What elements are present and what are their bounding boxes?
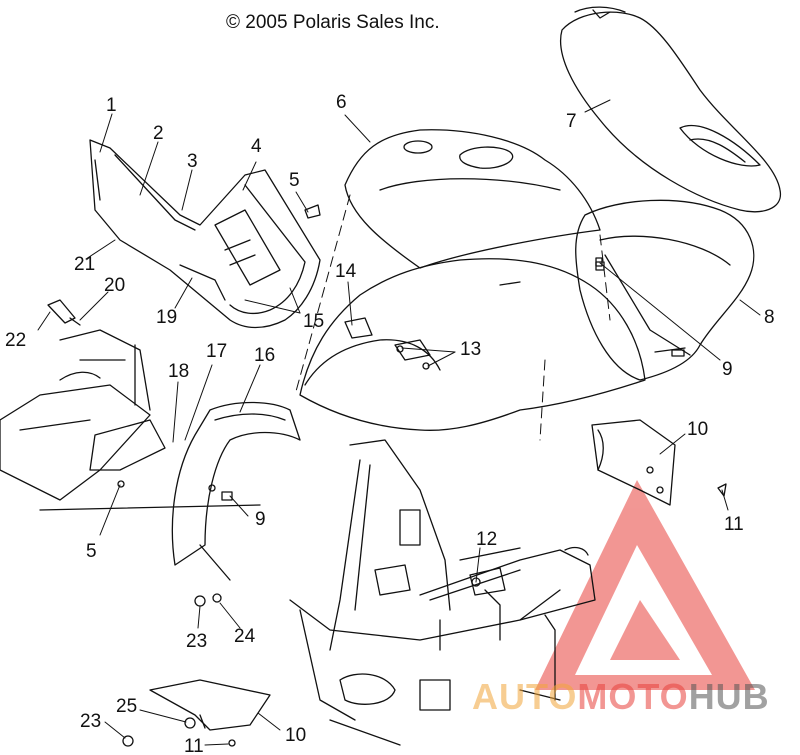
callout-10-lower: 10 [285,725,307,746]
callout-5-lower: 5 [86,541,97,562]
part-10-lower-plate [149,679,271,731]
watermark-part-hub: HUB [688,676,770,717]
callout-7: 7 [566,111,577,132]
part-8-rear-fender [575,199,755,381]
watermark-logo [535,480,755,690]
callout-2: 2 [153,123,164,144]
callout-17: 17 [206,341,228,362]
callout-4: 4 [251,136,262,157]
callout-12: 12 [476,529,498,550]
left-floor-platform [0,329,261,511]
callout-10-upper: 10 [687,419,709,440]
callout-21: 21 [74,254,96,275]
callout-23-upper: 23 [186,631,208,652]
callout-6: 6 [336,92,347,113]
part-16-fender-flare [171,401,301,581]
callout-25: 25 [116,696,138,717]
part-10-bracket-upper [591,419,676,506]
parts-1-4-footwell-panels [89,139,321,329]
callout-14: 14 [335,261,357,282]
callout-9-left: 9 [255,509,266,530]
copyright-notice: © 2005 Polaris Sales Inc. [226,12,440,33]
callout-5-upper: 5 [289,170,300,191]
watermark-text: AUTOMOTOHUB [472,676,770,718]
part-7-rear-cover [560,6,781,213]
callout-8: 8 [764,307,775,328]
callout-18: 18 [168,361,190,382]
callout-20: 20 [104,275,126,296]
part-9-clips [221,261,605,501]
callout-23-lower: 23 [80,711,102,732]
hardware [47,204,727,747]
callout-22: 22 [5,330,27,351]
watermark-part-moto: MOTO [577,676,689,717]
part-6-tank-cover [344,129,601,269]
callout-11-lower: 11 [184,736,204,755]
callout-15: 15 [303,311,325,332]
callout-19: 19 [156,307,178,328]
callout-1: 1 [106,95,117,116]
callout-16: 16 [254,345,276,366]
callout-13: 13 [460,339,482,360]
guide-lines [294,194,611,441]
callout-3: 3 [187,151,198,172]
callout-11-right: 11 [724,514,744,535]
vehicle-frame [289,439,596,746]
watermark-part-auto: AUTO [472,676,578,717]
leader-lines [37,99,761,746]
callout-9-right: 9 [722,359,733,380]
callout-24: 24 [234,626,256,647]
